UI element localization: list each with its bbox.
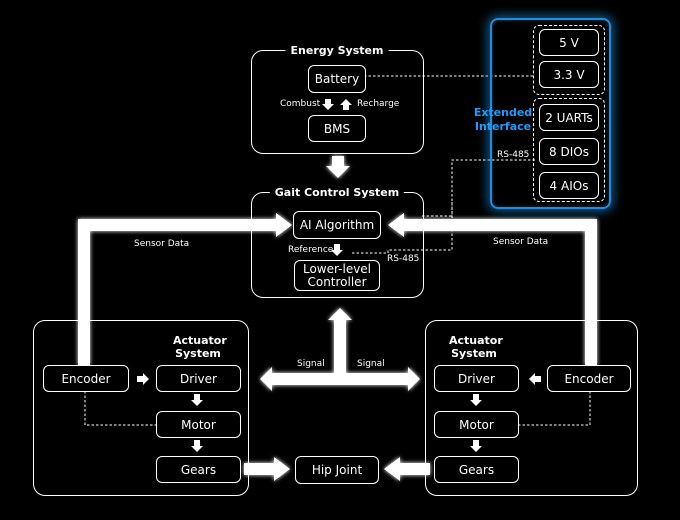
- battery-box: Battery: [308, 65, 366, 93]
- bms-box: BMS: [308, 115, 366, 142]
- reference-label: Reference: [288, 245, 334, 255]
- reference-arrow: [331, 244, 343, 256]
- right-driver-to-motor-arrow: [470, 394, 482, 406]
- left-actuator-title: Actuator System: [173, 334, 227, 360]
- right-actuator-title: Actuator System: [449, 334, 503, 360]
- recharge-arrow: [340, 99, 352, 110]
- dio-box: 8 DIOs: [539, 138, 599, 165]
- right-encoder-to-driver-arrow: [529, 373, 541, 385]
- right-encoder-box: Encoder: [547, 365, 631, 392]
- extended-interface-label: Extended Interface: [473, 106, 533, 133]
- right-motor-box: Motor: [434, 411, 519, 438]
- left-motor-box: Motor: [156, 411, 241, 438]
- right-gears-to-hip-arrow: [384, 457, 430, 481]
- extended-interface-group: [490, 18, 611, 209]
- sensor-data-right-label: Sensor Data: [493, 237, 549, 247]
- sensor-data-right-arrow: [388, 213, 597, 365]
- recharge-label: Recharge: [357, 99, 400, 109]
- signal-left-label: Signal: [297, 359, 325, 369]
- gait-control-title: Gait Control System: [269, 186, 405, 199]
- left-driver-box: Driver: [156, 365, 241, 392]
- right-driver-box: Driver: [434, 365, 519, 392]
- dashed-rs485-top: [422, 159, 535, 217]
- sensor-data-left-arrow: [78, 213, 292, 365]
- left-actuator-group: [33, 320, 249, 496]
- rs485-top-label: RS-485: [497, 150, 530, 160]
- io-group: [533, 98, 605, 202]
- signal-t-arrow: [260, 308, 420, 391]
- left-driver-to-motor-arrow: [191, 394, 203, 406]
- combust-arrow: [322, 99, 334, 110]
- power-rail-group: [533, 25, 605, 95]
- rs485-bottom-label: RS-485: [387, 254, 420, 264]
- lower-level-controller-box: Lower-level Controller: [294, 260, 380, 291]
- sensor-data-left-label: Sensor Data: [134, 239, 190, 249]
- signal-right-label: Signal: [357, 359, 385, 369]
- energy-system-title: Energy System: [285, 44, 389, 57]
- aio-box: 4 AIOs: [539, 172, 599, 199]
- 3v3-box: 3.3 V: [539, 61, 599, 88]
- ai-algorithm-box: AI Algorithm: [293, 211, 381, 239]
- left-gears-to-hip-arrow: [244, 457, 290, 481]
- left-encoder-to-driver-arrow: [137, 373, 149, 385]
- combust-label: Combust: [280, 99, 321, 109]
- hip-joint-box: Hip Joint: [295, 456, 379, 484]
- right-gears-box: Gears: [434, 456, 519, 483]
- left-gears-box: Gears: [156, 456, 241, 483]
- dashed-right-encoder-motor: [518, 391, 591, 426]
- dashed-rs485-bottom: [352, 200, 453, 254]
- uart-box: 2 UARTs: [539, 104, 599, 131]
- 5v-box: 5 V: [539, 29, 599, 56]
- left-encoder-box: Encoder: [43, 365, 129, 392]
- dashed-left-encoder-motor: [84, 391, 158, 426]
- right-actuator-group: [425, 320, 638, 496]
- bms-to-gait-arrow: [326, 156, 350, 178]
- left-motor-to-gears-arrow: [191, 440, 203, 452]
- right-motor-to-gears-arrow: [470, 440, 482, 452]
